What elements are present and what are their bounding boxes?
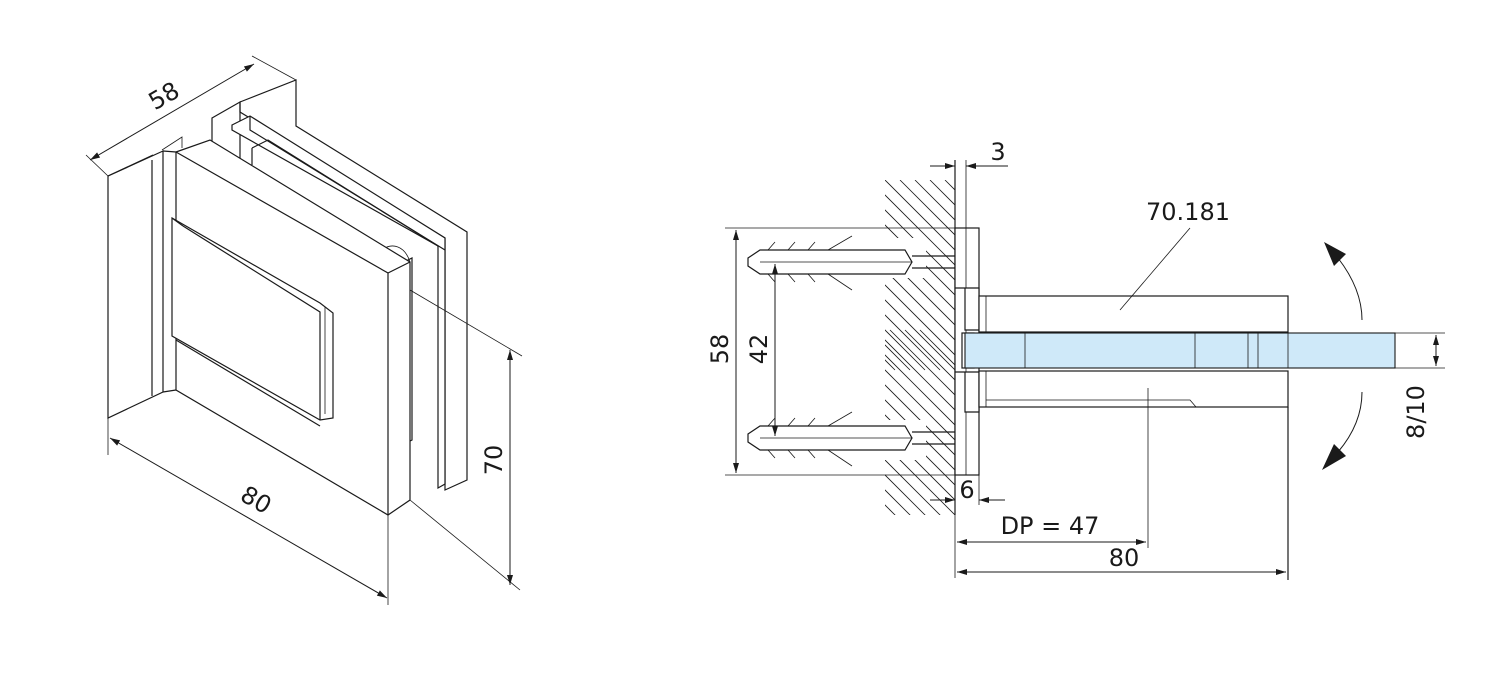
part-number-label: 70.181 (1146, 198, 1230, 226)
iso-wall-plate (107, 136, 183, 419)
iso-dim-height: 70 (409, 289, 523, 591)
section-dim-glass-thickness-label: 8/10 (1402, 385, 1430, 439)
section-dim-hole-spacing: 42 (745, 264, 778, 436)
section-dim-glass-thickness: 8/10 (1395, 332, 1445, 439)
rotation-arrow-down (1322, 391, 1363, 470)
iso-dim-depth-label: 58 (144, 76, 184, 116)
section-dim-gap-label: 3 (990, 138, 1005, 166)
section-dim-dp-label: DP = 47 (1001, 512, 1100, 540)
part-number-callout: 70.181 (1119, 198, 1230, 311)
section-dim-hole-spacing-label: 42 (745, 334, 773, 365)
section-dim-height-label: 58 (706, 334, 734, 365)
iso-dim-height-label: 70 (480, 445, 508, 476)
section-view: 58 42 3 70.181 6 DP (706, 138, 1445, 580)
section-dim-plate-label: 6 (959, 476, 974, 504)
section-dim-length: 80 (954, 515, 1286, 578)
rotation-arrow-up (1324, 242, 1363, 321)
glass-panel (964, 332, 1396, 369)
section-dim-gap: 3 (930, 138, 1008, 228)
section-dim-plate: 6 (930, 475, 1005, 505)
wall-anchor-lower (747, 411, 955, 467)
isometric-view: 58 80 70 (85, 55, 523, 605)
section-dim-height: 58 (706, 227, 955, 476)
section-dim-dp: DP = 47 (957, 388, 1149, 548)
wall-anchor-upper (747, 235, 955, 291)
section-dim-length-label: 80 (1109, 544, 1140, 572)
section-clamp-bodies (978, 295, 1289, 580)
